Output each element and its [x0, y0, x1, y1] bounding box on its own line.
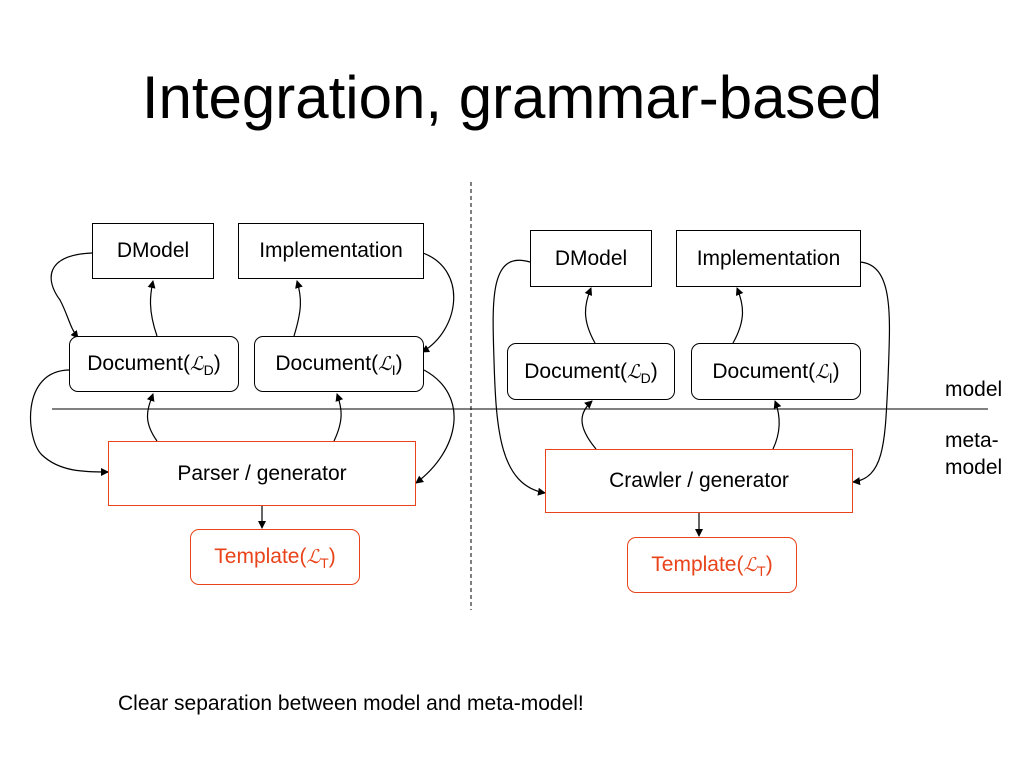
arrow-gen-to-doci-right — [772, 400, 782, 450]
arrow-docd-to-dmodel-left — [147, 280, 158, 337]
left-document-i-suffix: ) — [395, 352, 403, 375]
script-l-symbol: ℒ — [626, 360, 641, 383]
script-l-symbol: ℒ — [306, 546, 321, 568]
arrow-docd-to-dmodel-right — [584, 287, 596, 344]
arrow-gen-to-doci-left — [333, 393, 344, 442]
left-implementation-box: Implementation — [238, 223, 424, 279]
left-document-d-sub: D — [203, 362, 214, 378]
arrow-docd-loop-to-gen-left — [29, 369, 109, 476]
right-template-prefix: Template( — [651, 553, 744, 576]
caption-text: Clear separation between model and meta-… — [118, 692, 584, 715]
script-l-symbol: ℒ — [378, 353, 392, 375]
arrow-doci-loop-to-gen-left — [415, 369, 455, 484]
meta-model-label-line1: meta- — [945, 429, 999, 452]
arrow-gen-to-docd-right — [581, 400, 597, 450]
arrow-impl-loop-to-gen-right — [852, 261, 891, 486]
right-template-suffix: ) — [765, 553, 773, 576]
arrow-doci-to-impl-right — [732, 287, 744, 344]
right-document-i-prefix: Document( — [712, 359, 816, 383]
arrow-impl-loop-to-doci-left — [421, 252, 455, 353]
left-document-i-prefix: Document( — [275, 352, 379, 375]
right-document-d-sub: D — [640, 369, 651, 386]
script-l-symbol: ℒ — [815, 360, 829, 383]
left-template-sub: T — [320, 555, 329, 571]
left-document-d-suffix: ) — [213, 352, 221, 375]
right-document-d-suffix: ) — [650, 359, 658, 383]
script-l-symbol: ℒ — [189, 353, 204, 375]
right-generator-label: Crawler / generator — [609, 469, 789, 492]
left-document-d-prefix: Document( — [87, 352, 190, 375]
left-dmodel-label: DModel — [116, 239, 190, 262]
model-label: model — [945, 378, 1003, 401]
meta-model-label-line2: model — [945, 456, 1003, 479]
arrow-dmodel-loop-to-gen-right — [492, 259, 546, 496]
left-template-prefix: Template( — [214, 545, 307, 568]
right-implementation-label: Implementation — [696, 246, 841, 270]
right-document-i-sub: I — [828, 369, 833, 386]
slide-title: Integration, grammar-based — [141, 64, 883, 131]
right-document-d-prefix: Document( — [524, 359, 627, 383]
arrow-doci-to-impl-left — [293, 280, 303, 337]
left-implementation-label: Implementation — [259, 239, 403, 262]
left-generator-box: Parser / generator — [108, 441, 416, 506]
left-dmodel-box: DModel — [92, 223, 214, 279]
left-template-suffix: ) — [328, 545, 336, 568]
right-dmodel-label: DModel — [554, 246, 628, 270]
script-l-symbol: ℒ — [743, 554, 758, 576]
arrow-dmodel-loop-to-docd-left — [50, 252, 93, 339]
right-implementation-box: Implementation — [676, 230, 861, 287]
right-document-i-suffix: ) — [832, 359, 840, 383]
arrow-gen-to-docd-left — [146, 393, 158, 442]
left-generator-label: Parser / generator — [177, 461, 347, 485]
right-generator-box: Crawler / generator — [545, 449, 853, 513]
left-document-i-sub: I — [391, 362, 396, 378]
right-dmodel-box: DModel — [530, 230, 652, 287]
right-template-sub: T — [757, 563, 766, 579]
